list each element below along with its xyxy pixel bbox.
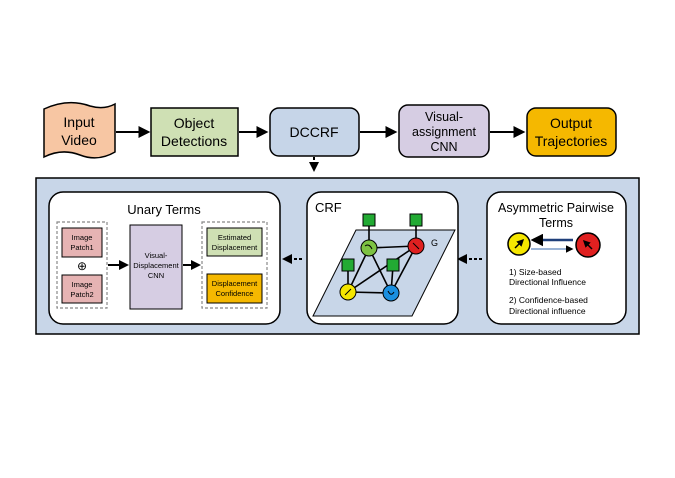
estimated-displacement-label-2: Displacement — [212, 243, 258, 252]
pairwise-item2-line2: Directional influence — [509, 306, 586, 316]
crf-title: CRF — [315, 200, 342, 215]
displacement-confidence-label-2: Confidence — [216, 289, 254, 298]
input-video-label-2: Video — [61, 132, 97, 148]
input-video-label-1: Input — [63, 114, 94, 130]
visual-assignment-cnn-box: Visual- assignment CNN — [398, 104, 490, 158]
pairwise-title-1: Asymmetric Pairwise — [498, 201, 614, 215]
unary-terms-box: Unary Terms Image Patch1 ⊕ Image Patch2 … — [48, 191, 281, 325]
estimated-displacement-box — [206, 227, 263, 257]
pairwise-item2-line1: 2) Confidence-based — [509, 295, 588, 305]
node-blue — [382, 284, 400, 302]
node-red — [407, 237, 425, 255]
crf-box: CRF G — [306, 191, 459, 325]
displacement-confidence-label-1: Displacement — [212, 279, 258, 288]
factor-node-4 — [386, 258, 400, 272]
estimated-displacement-label-1: Estimated — [218, 233, 251, 242]
pairwise-item1-line1: 1) Size-based — [509, 267, 562, 277]
visual-assignment-label-2: assignment — [412, 125, 476, 139]
node-yellow — [339, 283, 357, 301]
factor-node-3 — [341, 258, 355, 272]
output-trajectories-box: Output Trajectories — [526, 107, 617, 157]
object-detections-label-1: Object — [174, 115, 215, 131]
output-trajectories-label-2: Trajectories — [535, 133, 608, 149]
image-patch2-box — [61, 274, 103, 304]
dccrf-box: DCCRF — [269, 107, 360, 157]
node-green — [360, 239, 378, 257]
image-patch2-label-2: Patch2 — [70, 290, 93, 299]
crf-graph-label: G — [431, 238, 438, 248]
dccrf-label: DCCRF — [290, 124, 339, 140]
displacement-confidence-box — [206, 273, 263, 304]
concat-symbol: ⊕ — [77, 259, 87, 273]
pairwise-item1-line2: Directional Influence — [509, 277, 586, 287]
input-video-shape — [43, 101, 116, 159]
visual-displacement-label-3: CNN — [148, 271, 164, 280]
output-trajectories-label-1: Output — [550, 115, 592, 131]
visual-assignment-label-3: CNN — [430, 140, 457, 154]
output-group-frame — [201, 221, 268, 309]
image-patch1-box — [61, 227, 103, 258]
object-detections-label-2: Detections — [161, 133, 227, 149]
unary-terms-title: Unary Terms — [127, 202, 201, 217]
visual-displacement-label-1: Visual- — [145, 251, 168, 260]
input-video-box: Input Video — [43, 101, 116, 159]
visual-displacement-label-2: Displacement — [133, 261, 179, 270]
pairwise-node-yellow — [507, 232, 531, 256]
patch-group-frame — [56, 221, 108, 309]
pairwise-terms-box: Asymmetric Pairwise Terms 1) Size-based … — [486, 191, 627, 325]
image-patch2-label-1: Image — [72, 280, 93, 289]
factor-node-2 — [409, 213, 423, 227]
visual-assignment-label-1: Visual- — [425, 110, 463, 124]
image-patch1-label-1: Image — [72, 233, 93, 242]
pairwise-title-2: Terms — [539, 216, 573, 230]
pairwise-node-red — [575, 232, 601, 258]
factor-node-1 — [362, 213, 376, 227]
visual-displacement-cnn-box — [129, 224, 183, 310]
object-detections-box: Object Detections — [150, 107, 239, 157]
image-patch1-label-2: Patch1 — [70, 243, 93, 252]
